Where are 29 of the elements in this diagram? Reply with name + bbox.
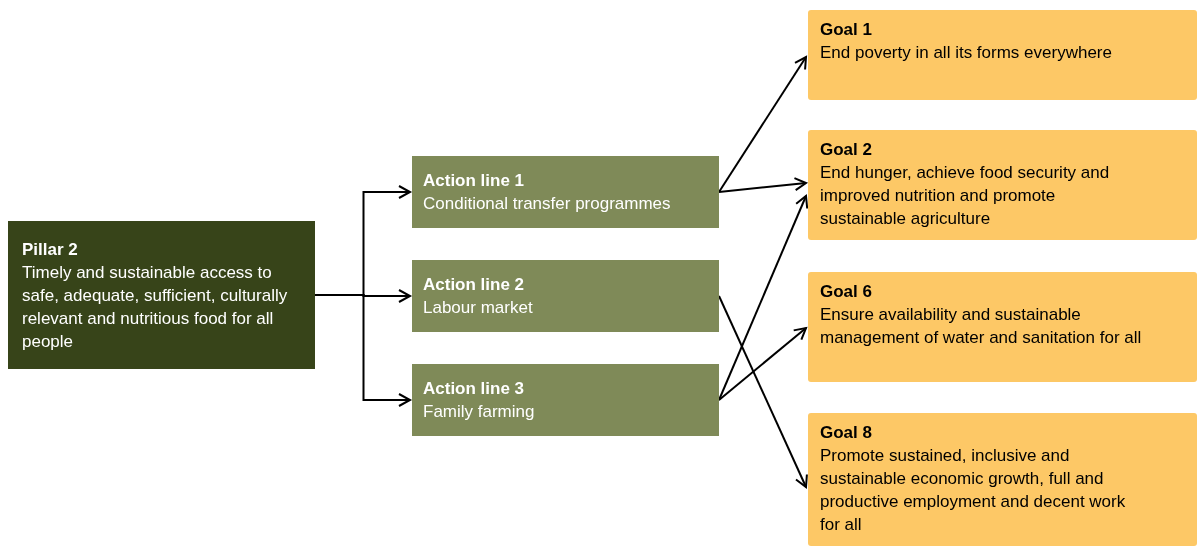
pillar-box [8,221,315,369]
heading: Goal 1 [820,19,873,41]
heading: Goal 2 [820,139,873,161]
action-box [412,364,719,436]
arrow [718,56,807,193]
goal-box [808,272,1197,382]
arrow [718,295,808,488]
description: Ensure availability and sustainable management of water and sanitation for all [820,304,1142,349]
goal-box [808,10,1197,100]
heading: Goal 8 [820,422,873,444]
heading: Action line 1 [423,170,526,192]
goal-box [808,130,1197,240]
arrow [718,177,807,193]
description: Labour market [423,297,534,319]
description: End poverty in all its forms everywhere [820,42,1113,64]
description: Family farming [423,401,536,423]
action-box [412,260,719,332]
heading: Action line 3 [423,378,526,400]
description: Conditional transfer programmes [423,193,672,215]
description: End hunger, achieve food security and improved nutrition and promote sustainable agriculture [820,162,1111,230]
description: Timely and sustainable access to safe, adequate, sufficient, culturally relevant and nutritious food for all people [22,261,289,353]
arrow [718,327,807,401]
action-box [412,156,719,228]
heading: Action line 2 [423,274,526,296]
arrow [314,294,411,407]
heading: Pillar 2 [22,238,79,261]
goal-box [808,413,1197,546]
heading: Goal 6 [820,281,873,303]
description: Promote sustained, inclusive and sustainable economic growth, full and productive employment and decent work for all [820,445,1127,536]
